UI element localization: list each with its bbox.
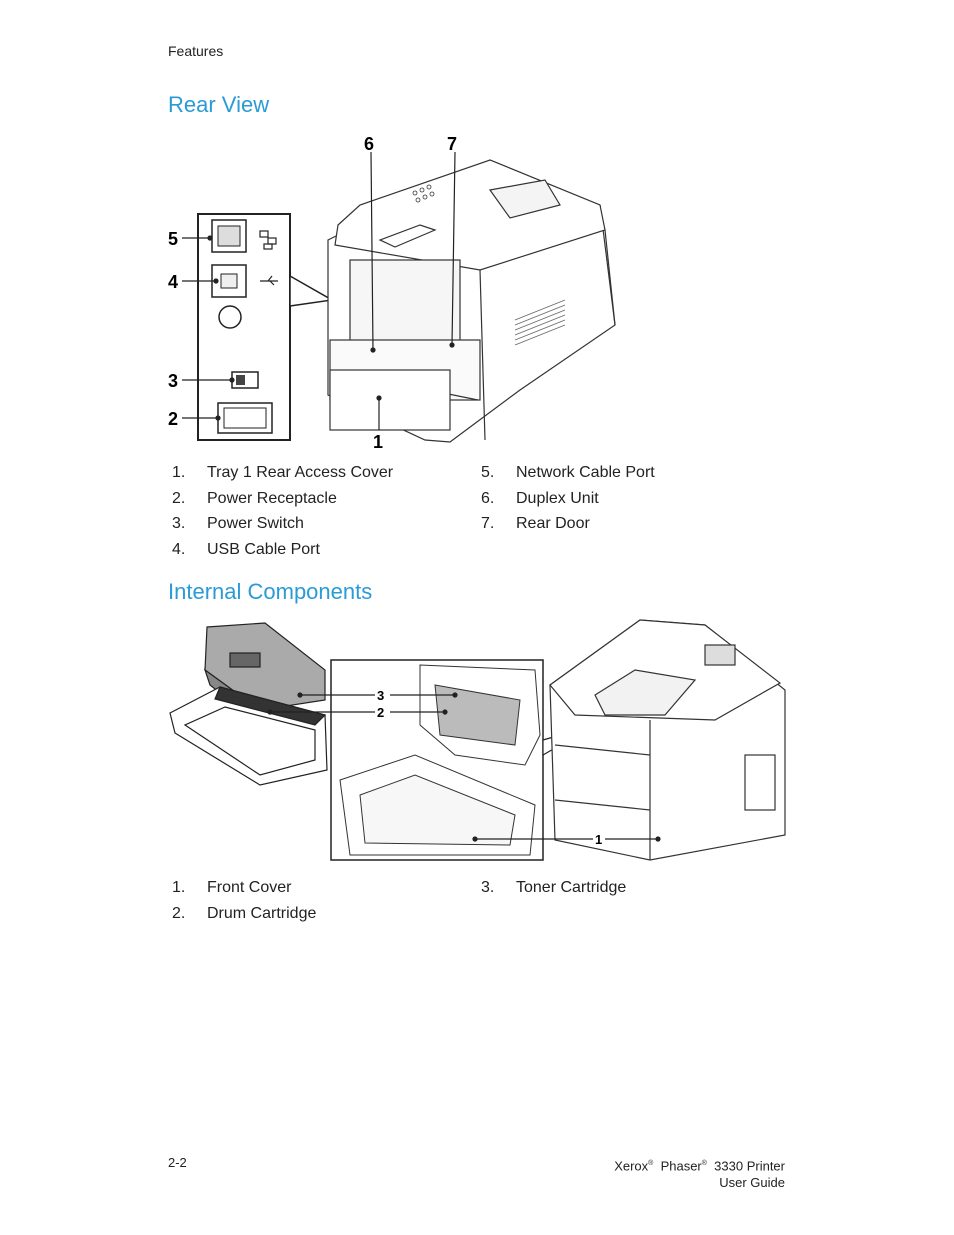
page-number: 2-2 (168, 1155, 187, 1170)
running-header: Features (168, 43, 224, 59)
panel-pointer (289, 274, 335, 307)
rear-view-list-col2: 5.Network Cable Port 6.Duplex Unit 7.Rea… (481, 460, 655, 537)
list-item: 5.Network Cable Port (481, 464, 655, 481)
port-cover (218, 305, 242, 329)
callout-3: 3 (168, 371, 178, 391)
network-icon (259, 230, 277, 250)
printer-rear-body (327, 159, 616, 443)
internal-callout-2: 2 (377, 705, 384, 720)
callout-7: 7 (447, 134, 457, 154)
internal-list-col2: 3.Toner Cartridge (481, 875, 626, 901)
usb-icon (260, 275, 278, 286)
list-item: 7.Rear Door (481, 515, 590, 532)
printer-front-body (549, 619, 786, 861)
open-printer-detail (339, 664, 541, 856)
list-item: 2.Power Receptacle (172, 489, 337, 507)
rear-view-heading: Rear View (168, 92, 270, 117)
callout-5: 5 (168, 229, 178, 249)
internal-list-col1: 1.Front Cover 2.Drum Cartridge (172, 875, 316, 926)
internal-components-heading: Internal Components (168, 579, 373, 604)
list-item: 1.Tray 1 Rear Access Cover (172, 464, 394, 481)
internal-callout-3: 3 (377, 688, 384, 703)
internal-callout-1: 1 (595, 832, 602, 847)
callout-1: 1 (373, 432, 383, 452)
rear-view-list-col1: 1.Tray 1 Rear Access Cover 2.Power Recep… (172, 460, 393, 562)
list-item: 2.Drum Cartridge (172, 904, 317, 922)
internal-components-illustration: 3 2 1 (169, 619, 786, 861)
footer-doc-title: Xerox® Phaser® 3330 Printer User Guide (614, 1158, 785, 1191)
callout-2: 2 (168, 409, 178, 429)
list-item: 1.Front Cover (172, 879, 292, 896)
list-item: 3.Toner Cartridge (481, 879, 627, 896)
rear-view-illustration: 5 4 3 2 6 7 1 (168, 134, 616, 452)
list-item: 6.Duplex Unit (481, 489, 599, 507)
callout-4: 4 (168, 272, 178, 292)
list-item: 4.USB Cable Port (172, 540, 320, 558)
callout-6: 6 (364, 134, 374, 154)
list-item: 3.Power Switch (172, 515, 304, 532)
